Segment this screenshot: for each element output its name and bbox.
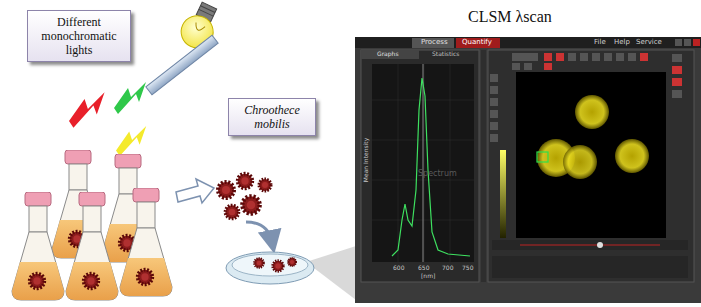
screen-label: 750 (462, 265, 473, 271)
screen-label: Service (636, 39, 662, 46)
box-text: Different monochromatic lights (33, 15, 125, 57)
screen-label: Graphs (377, 51, 399, 57)
screen-label: [nm] (421, 273, 435, 279)
screen-label: 600 (393, 265, 404, 271)
screen-label: Spectrum (418, 170, 457, 178)
screen-label: Mean Intensity (363, 138, 369, 182)
box-text: Chroothece mobilis (234, 103, 310, 131)
screen-label: 650 (418, 265, 429, 271)
screen-label: 700 (442, 265, 453, 271)
screen-label: Process (421, 39, 448, 46)
screen-label: Help (614, 39, 630, 46)
label-box: Different monochromatic lights (27, 10, 131, 62)
screen-label: Quantify (462, 39, 492, 46)
screen-label: File (594, 39, 606, 46)
screen-label: Statistics (432, 51, 459, 57)
figure-title: CLSM λscan (468, 8, 552, 26)
label-box: Chroothece mobilis (228, 98, 316, 136)
